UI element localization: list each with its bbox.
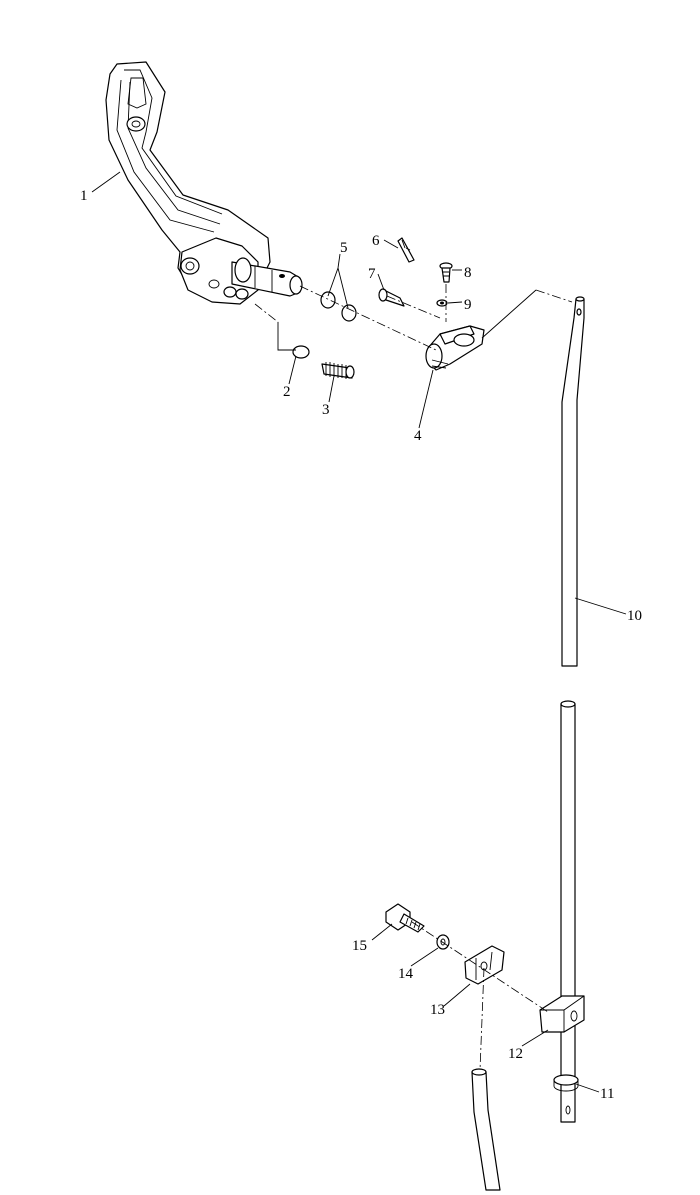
lower-linked-rod: [471, 1068, 501, 1191]
callout-8: 8: [464, 265, 472, 281]
part-13-bracket: [464, 945, 505, 985]
part-9-washer: [436, 299, 448, 307]
callout-13: 13: [430, 1002, 445, 1018]
callout-15: 15: [352, 938, 367, 954]
part-8-screw: [439, 262, 453, 283]
part-3-spring: [321, 362, 355, 379]
callout-4: 4: [414, 428, 422, 444]
callout-12: 12: [508, 1046, 523, 1062]
callout-2: 2: [283, 384, 291, 400]
part-5-o-rings: [320, 291, 357, 322]
part-10-upper-rod: [561, 296, 585, 667]
part-12-clamp-block: [539, 995, 585, 1033]
part-4-clamp-lever: [425, 325, 485, 371]
callout-5: 5: [340, 240, 348, 256]
part-7-pin: [378, 288, 405, 307]
leader-lines: [91, 171, 627, 1093]
part-2-ball: [292, 345, 310, 359]
part-15-bolt: [385, 903, 425, 933]
part-11-collar: [553, 1074, 579, 1092]
lower-rod: [560, 700, 576, 1123]
assembly-lines: [254, 247, 573, 1071]
part-14-washer: [436, 934, 450, 950]
callout-7: 7: [368, 266, 376, 282]
callout-6: 6: [372, 233, 380, 249]
part-6-cotter-pin: [397, 237, 415, 263]
callout-10: 10: [627, 608, 642, 624]
callout-1: 1: [80, 188, 88, 204]
callout-14: 14: [398, 966, 414, 982]
part-1-pedal-lever: [105, 61, 303, 305]
callout-9: 9: [464, 297, 472, 313]
callout-labels: 1 2 3 4 5 6 7 8 9 10 11 12 13 14 15: [80, 188, 642, 1102]
callout-3: 3: [322, 402, 330, 418]
callout-11: 11: [600, 1086, 614, 1102]
